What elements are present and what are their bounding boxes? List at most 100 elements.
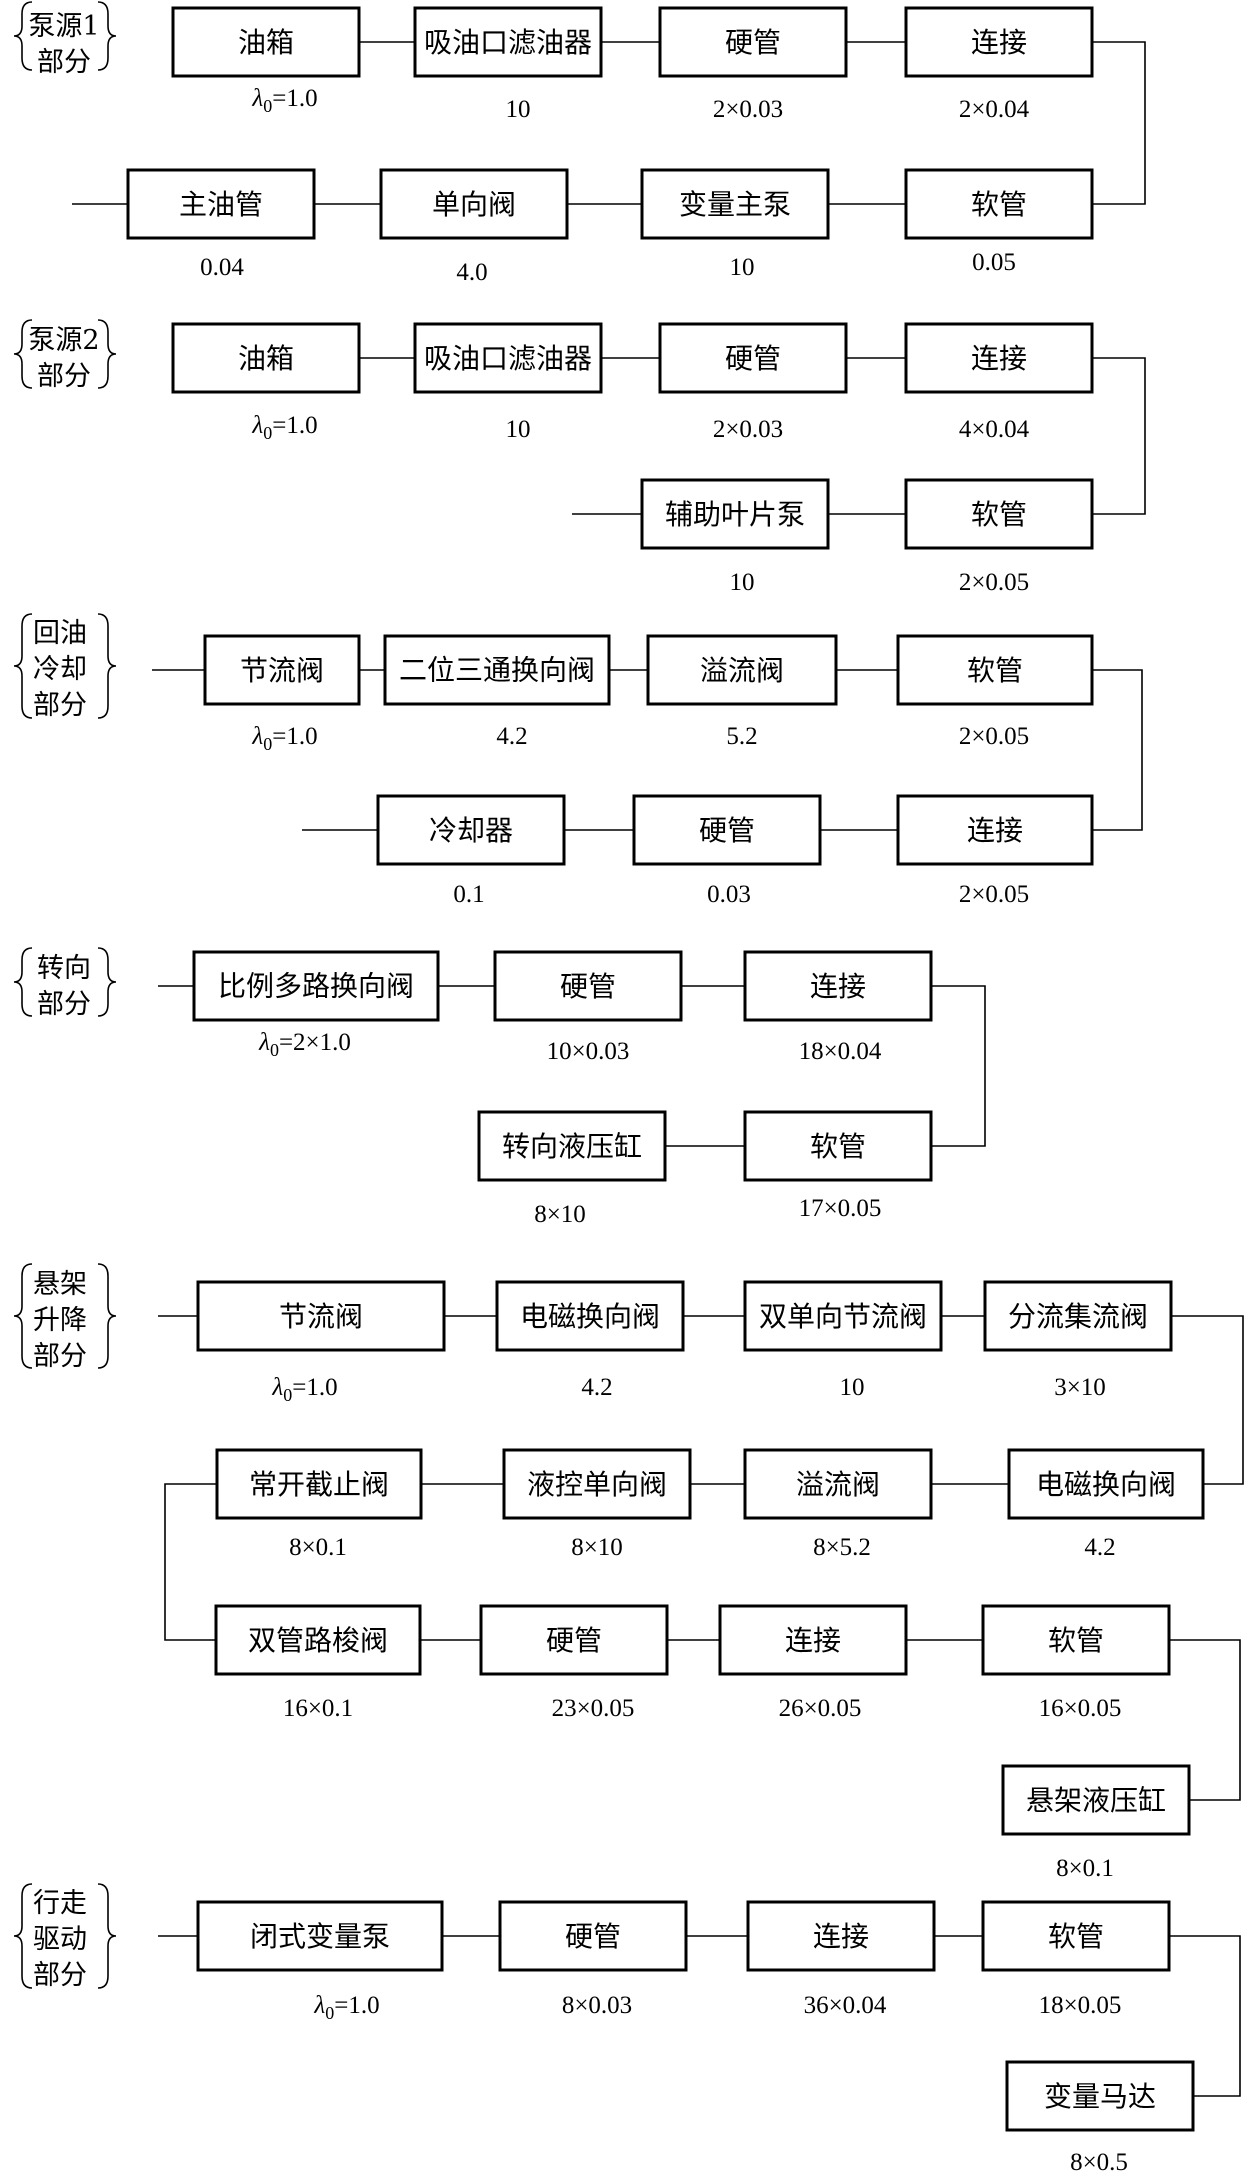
component-node: 硬管 23×0.05 xyxy=(479,1604,669,1722)
component-label: 硬管 xyxy=(699,814,755,847)
failure-rate-value: 36×0.04 xyxy=(804,1992,887,2019)
section-open-brace xyxy=(13,319,33,389)
component-label: 油箱 xyxy=(238,26,294,59)
failure-rate-value: λ0=1.0 xyxy=(251,723,317,754)
failure-rate-value: 10 xyxy=(730,569,755,596)
failure-rate-value: λ0=1.0 xyxy=(313,1992,379,2023)
connector-line xyxy=(1171,1315,1244,1485)
failure-rate-value: 23×0.05 xyxy=(552,1695,635,1722)
failure-rate-value: 8×10 xyxy=(571,1534,623,1561)
component-box xyxy=(743,1280,943,1352)
connector-line xyxy=(1092,357,1146,515)
component-box xyxy=(214,1604,422,1676)
failure-rate-value: 2×0.05 xyxy=(959,881,1029,908)
component-box xyxy=(646,634,838,706)
failure-rate-value: 8×0.5 xyxy=(1070,2149,1128,2176)
failure-rate-value: λ0=1.0 xyxy=(251,85,317,116)
component-label: 连接 xyxy=(971,26,1027,59)
component-label: 变量马达 xyxy=(1044,2080,1156,2113)
failure-rate-value: 4.2 xyxy=(496,723,527,750)
section-label: 冷却 xyxy=(33,654,87,685)
failure-rate-value: 10 xyxy=(730,254,755,281)
component-box xyxy=(904,6,1094,78)
failure-rate-value: 4.0 xyxy=(456,259,487,286)
component-label: 闭式变量泵 xyxy=(250,1920,390,1953)
component-box xyxy=(904,322,1094,394)
component-box xyxy=(640,168,830,240)
component-box xyxy=(658,322,848,394)
component-label: 软管 xyxy=(1048,1920,1104,1953)
failure-rate-value: 8×0.03 xyxy=(562,1992,632,2019)
section-open-brace xyxy=(13,1263,33,1369)
component-box xyxy=(904,168,1094,240)
component-box xyxy=(376,794,566,866)
component-node: 闭式变量泵 λ0=1.0 xyxy=(196,1900,444,2023)
component-label: 电磁换向阀 xyxy=(520,1300,660,1333)
section-group: 转向部分比例多路换向阀λ0=2×1.0硬管10×0.03连接18×0.04转向液… xyxy=(13,947,986,1228)
failure-rate-value: 8×10 xyxy=(534,1201,586,1228)
component-label: 硬管 xyxy=(546,1624,602,1657)
component-label: 连接 xyxy=(810,970,866,1003)
section-group: 泵源2部分油箱λ0=1.0吸油口滤油器10硬管2×0.03连接4×0.04辅助叶… xyxy=(13,319,1146,596)
component-box xyxy=(981,1900,1171,1972)
component-node: 溢流阀 5.2 xyxy=(646,634,838,750)
section-label: 驱动 xyxy=(33,1924,87,1955)
connector-line xyxy=(164,1483,217,1641)
component-box xyxy=(896,634,1094,706)
section-open-brace xyxy=(13,613,33,719)
connector-line xyxy=(931,985,986,1147)
component-box xyxy=(743,1110,933,1182)
section-label: 部分 xyxy=(37,989,91,1020)
component-label: 连接 xyxy=(967,814,1023,847)
component-box xyxy=(196,1900,444,1972)
component-box xyxy=(746,1900,936,1972)
component-label: 常开截止阀 xyxy=(249,1468,389,1501)
component-box xyxy=(896,794,1094,866)
component-box xyxy=(981,1604,1171,1676)
component-label: 硬管 xyxy=(725,342,781,375)
component-box xyxy=(1001,1764,1191,1836)
section-label: 转向 xyxy=(37,953,91,984)
section-label: 行走 xyxy=(33,1888,87,1919)
component-node: 连接2×0.04 xyxy=(904,6,1094,123)
component-label: 双管路梭阀 xyxy=(248,1624,388,1657)
failure-rate-value: 10 xyxy=(506,96,531,123)
section-close-brace xyxy=(97,1263,117,1369)
component-label: 分流集流阀 xyxy=(1008,1300,1148,1333)
component-label: 节流阀 xyxy=(240,654,324,687)
component-node: 软管0.05 xyxy=(904,168,1094,276)
component-label: 双单向节流阀 xyxy=(759,1300,927,1333)
failure-rate-value: 2×0.05 xyxy=(959,723,1029,750)
section-label: 回油 xyxy=(33,618,87,649)
section-open-brace xyxy=(13,1,33,71)
component-label: 软管 xyxy=(1048,1624,1104,1657)
failure-rate-value: 10 xyxy=(840,1374,865,1401)
component-node: 连接 2×0.05 xyxy=(896,794,1094,908)
component-label: 溢流阀 xyxy=(700,654,784,687)
connector-line xyxy=(1092,41,1146,205)
failure-rate-value: 5.2 xyxy=(726,723,757,750)
failure-rate-value: 26×0.05 xyxy=(779,1695,862,1722)
failure-rate-value: λ0=2×1.0 xyxy=(258,1029,351,1060)
component-box xyxy=(502,1448,692,1520)
component-label: 硬管 xyxy=(565,1920,621,1953)
section-label: 部分 xyxy=(33,690,87,721)
component-label: 主油管 xyxy=(179,188,263,221)
